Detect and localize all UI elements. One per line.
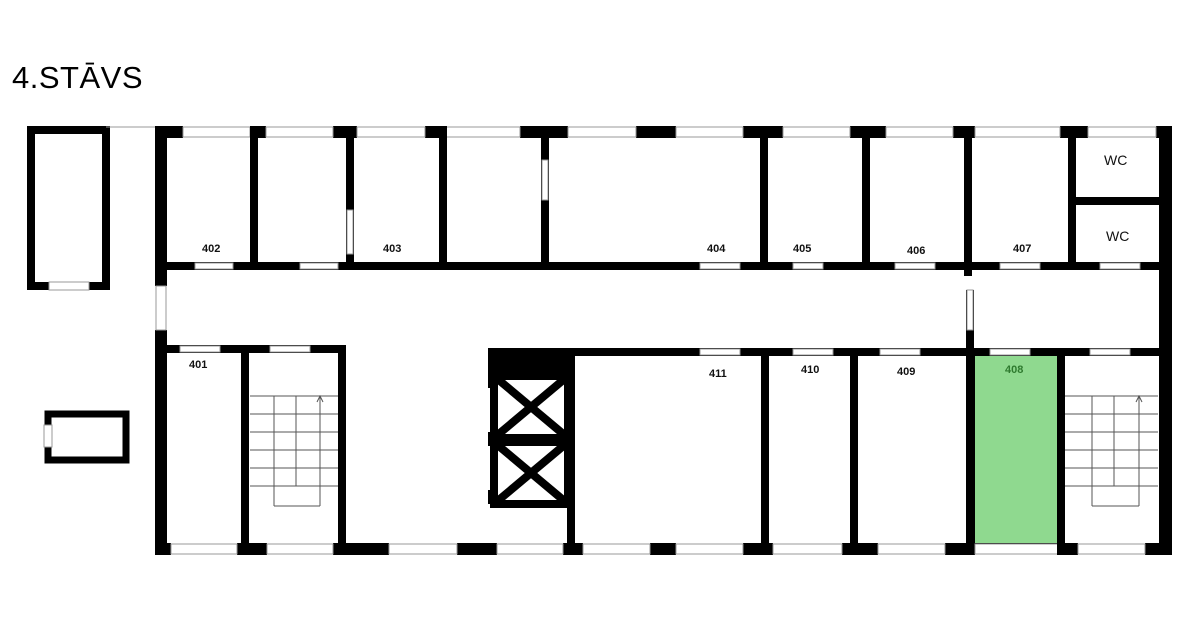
windows bbox=[155, 126, 1157, 555]
room-label-405: 405 bbox=[793, 243, 811, 255]
room-label-wc-2: WC bbox=[1106, 228, 1129, 244]
room-label-401: 401 bbox=[189, 359, 207, 371]
room-label-409: 409 bbox=[897, 366, 915, 378]
room-label-406: 406 bbox=[907, 245, 925, 257]
room-label-408: 408 bbox=[1005, 364, 1023, 376]
elevator-shafts bbox=[490, 372, 572, 508]
floor-title: 4.STĀVS bbox=[12, 60, 143, 95]
staircase-right bbox=[1065, 394, 1158, 507]
outer-walls bbox=[155, 126, 1172, 555]
room-label-404: 404 bbox=[707, 243, 726, 255]
room-label-407: 407 bbox=[1013, 243, 1031, 255]
room-label-403: 403 bbox=[383, 243, 401, 255]
room-label-402: 402 bbox=[202, 243, 220, 255]
room-label-411: 411 bbox=[709, 368, 727, 380]
room-label-wc-1: WC bbox=[1104, 152, 1127, 168]
doors bbox=[179, 159, 1141, 356]
room-408-highlight[interactable] bbox=[969, 349, 1063, 549]
staircase-left bbox=[250, 394, 338, 507]
side-structures bbox=[27, 126, 155, 464]
room-label-410: 410 bbox=[801, 364, 819, 376]
